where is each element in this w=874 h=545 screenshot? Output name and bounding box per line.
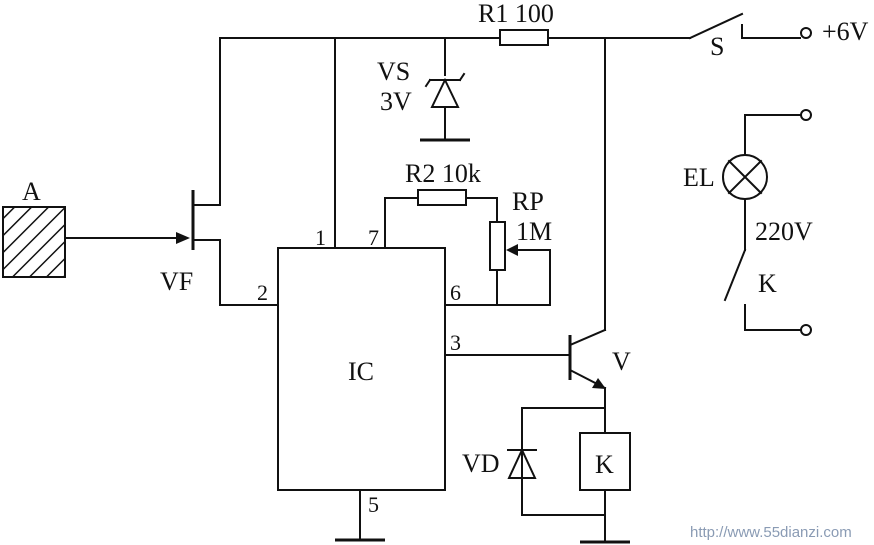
sensor-label: A (22, 177, 41, 206)
mains-circuit (722, 109, 812, 336)
vs-name-label: VS (377, 57, 410, 86)
r2-label: R2 10k (405, 159, 481, 188)
resistor-r1 (499, 29, 549, 46)
pin2-label: 2 (257, 280, 268, 305)
timing-network (384, 189, 551, 306)
relay-label: K (595, 450, 614, 479)
mains-label: 220V (755, 217, 813, 246)
switch-s-label: S (710, 32, 724, 61)
relay-branch (507, 407, 631, 544)
vs-value-label: 3V (380, 87, 412, 116)
vf-label: VF (160, 267, 193, 296)
ic-block (277, 247, 446, 491)
r1-label: R1 100 (478, 0, 554, 28)
zener-vs (420, 72, 470, 142)
lamp-label: EL (683, 163, 715, 192)
pin6-label: 6 (450, 280, 461, 305)
potentiometer-rp (489, 221, 506, 271)
contact-label: K (758, 269, 777, 298)
transistor-label: V (612, 347, 631, 376)
fet-vf (191, 190, 279, 306)
pin1-label: 1 (315, 225, 326, 250)
diode-label: VD (462, 449, 500, 478)
transistor-v (444, 328, 607, 409)
pin3-label: 3 (450, 330, 461, 355)
pin7-label: 7 (368, 225, 379, 250)
switch-s (688, 12, 812, 40)
resistor-r2 (417, 189, 467, 206)
watermark: http://www.55dianzi.com (690, 524, 852, 541)
supply-label: +6V (822, 17, 869, 46)
sensor-a (2, 206, 66, 278)
pin5-label: 5 (368, 492, 379, 517)
rp-value-label: 1M (516, 217, 552, 246)
diode-vd (507, 447, 537, 479)
rp-name-label: RP (512, 187, 544, 216)
arrow-icon (176, 232, 190, 244)
supply-rail (219, 37, 691, 331)
ic-label: IC (348, 357, 374, 386)
